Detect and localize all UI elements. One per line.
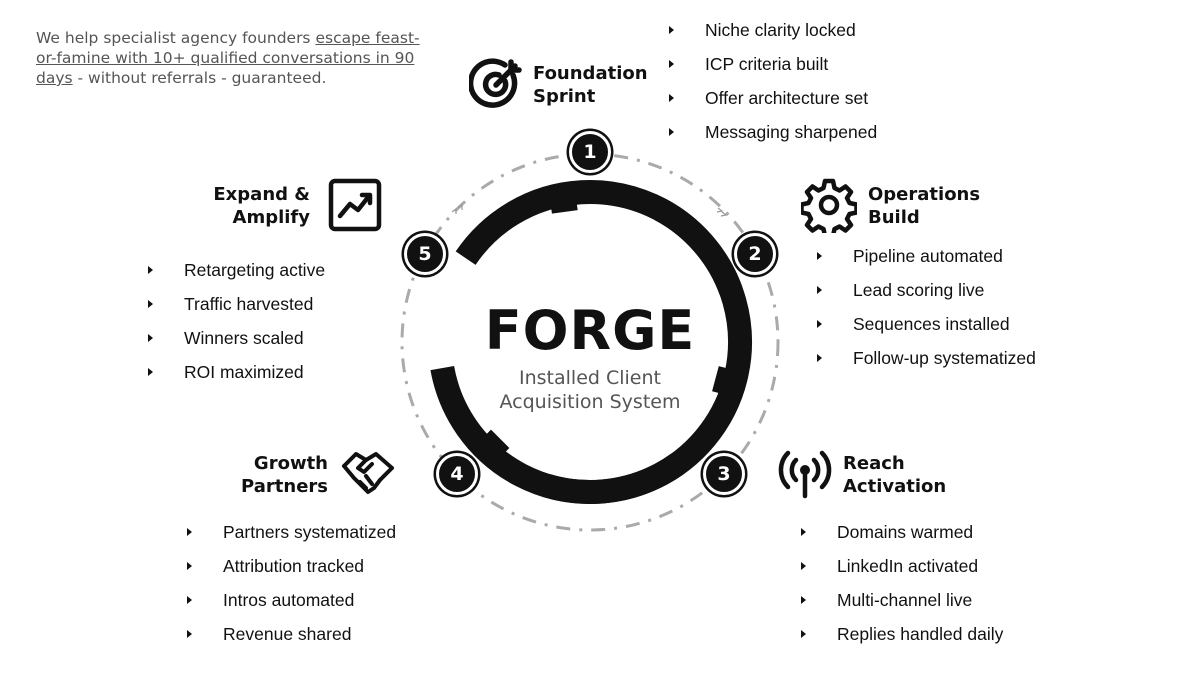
list-item: Domains warmed xyxy=(801,522,1003,556)
title-line: Expand & xyxy=(213,184,310,205)
stage-5-list: Retargeting active Traffic harvested Win… xyxy=(148,260,325,396)
antenna-icon xyxy=(778,450,832,499)
list-item: Retargeting active xyxy=(148,260,325,294)
list-item: ICP criteria built xyxy=(669,54,877,88)
stage-number-4: 4 xyxy=(436,453,478,495)
list-item: Traffic harvested xyxy=(148,294,325,328)
list-item: Messaging sharpened xyxy=(669,122,877,156)
intro-tail: - without referrals - guaranteed. xyxy=(72,69,327,87)
stage-1-list: Niche clarity locked ICP criteria built … xyxy=(669,20,877,156)
list-item: Follow-up systematized xyxy=(817,348,1036,382)
trend-chart-icon xyxy=(328,178,382,232)
gear-icon xyxy=(801,178,857,233)
title-line: Activation xyxy=(843,476,947,497)
square-marker xyxy=(548,184,578,214)
chevron-icon xyxy=(451,203,463,214)
chevron-icon xyxy=(716,207,728,217)
square-marker xyxy=(712,366,744,398)
stage-number-3: 3 xyxy=(703,453,745,495)
list-item: Sequences installed xyxy=(817,314,1036,348)
list-item: Revenue shared xyxy=(187,624,396,658)
list-item: Winners scaled xyxy=(148,328,325,362)
title-line: Amplify xyxy=(232,207,310,228)
stage-number-5: 5 xyxy=(404,233,446,275)
subtitle-line: Installed Client xyxy=(519,367,661,389)
stage-4-list: Partners systematized Attribution tracke… xyxy=(187,522,396,658)
title-line: Build xyxy=(868,207,920,228)
stage-2-list: Pipeline automated Lead scoring live Seq… xyxy=(817,246,1036,382)
title-line: Partners xyxy=(241,476,328,497)
subtitle-line: Acquisition System xyxy=(499,391,681,413)
title-line: Operations xyxy=(868,184,981,205)
list-item: Attribution tracked xyxy=(187,556,396,590)
title-line: Reach xyxy=(843,453,905,474)
title-line: Growth xyxy=(253,453,328,474)
title-line: Sprint xyxy=(533,86,596,107)
list-item: Partners systematized xyxy=(187,522,396,556)
forge-title: FORGE xyxy=(484,299,696,362)
square-marker xyxy=(472,429,510,467)
list-item: LinkedIn activated xyxy=(801,556,1003,590)
list-item: Multi-channel live xyxy=(801,590,1003,624)
list-item: Pipeline automated xyxy=(817,246,1036,280)
intro-highlight: escape feast-or-famine with 10+ qualifie… xyxy=(36,29,420,87)
list-item: Replies handled daily xyxy=(801,624,1003,658)
list-item: Offer architecture set xyxy=(669,88,877,122)
intro-text: We help specialist agency founders escap… xyxy=(36,28,426,88)
target-icon xyxy=(469,58,522,108)
intro-lead: We help specialist agency founders xyxy=(36,29,316,47)
list-item: ROI maximized xyxy=(148,362,325,396)
stage-title-expand-amplify: Expand &Amplify xyxy=(200,183,310,229)
list-item: Niche clarity locked xyxy=(669,20,877,54)
stage-3-list: Domains warmed LinkedIn activated Multi-… xyxy=(801,522,1003,658)
stage-number-1: 1 xyxy=(569,131,611,173)
handshake-icon xyxy=(342,452,394,494)
list-item: Lead scoring live xyxy=(817,280,1036,314)
title-line: Foundation xyxy=(533,63,648,84)
thick-arc-segment xyxy=(542,453,686,504)
list-item: Intros automated xyxy=(187,590,396,624)
stage-number-2: 2 xyxy=(734,233,776,275)
